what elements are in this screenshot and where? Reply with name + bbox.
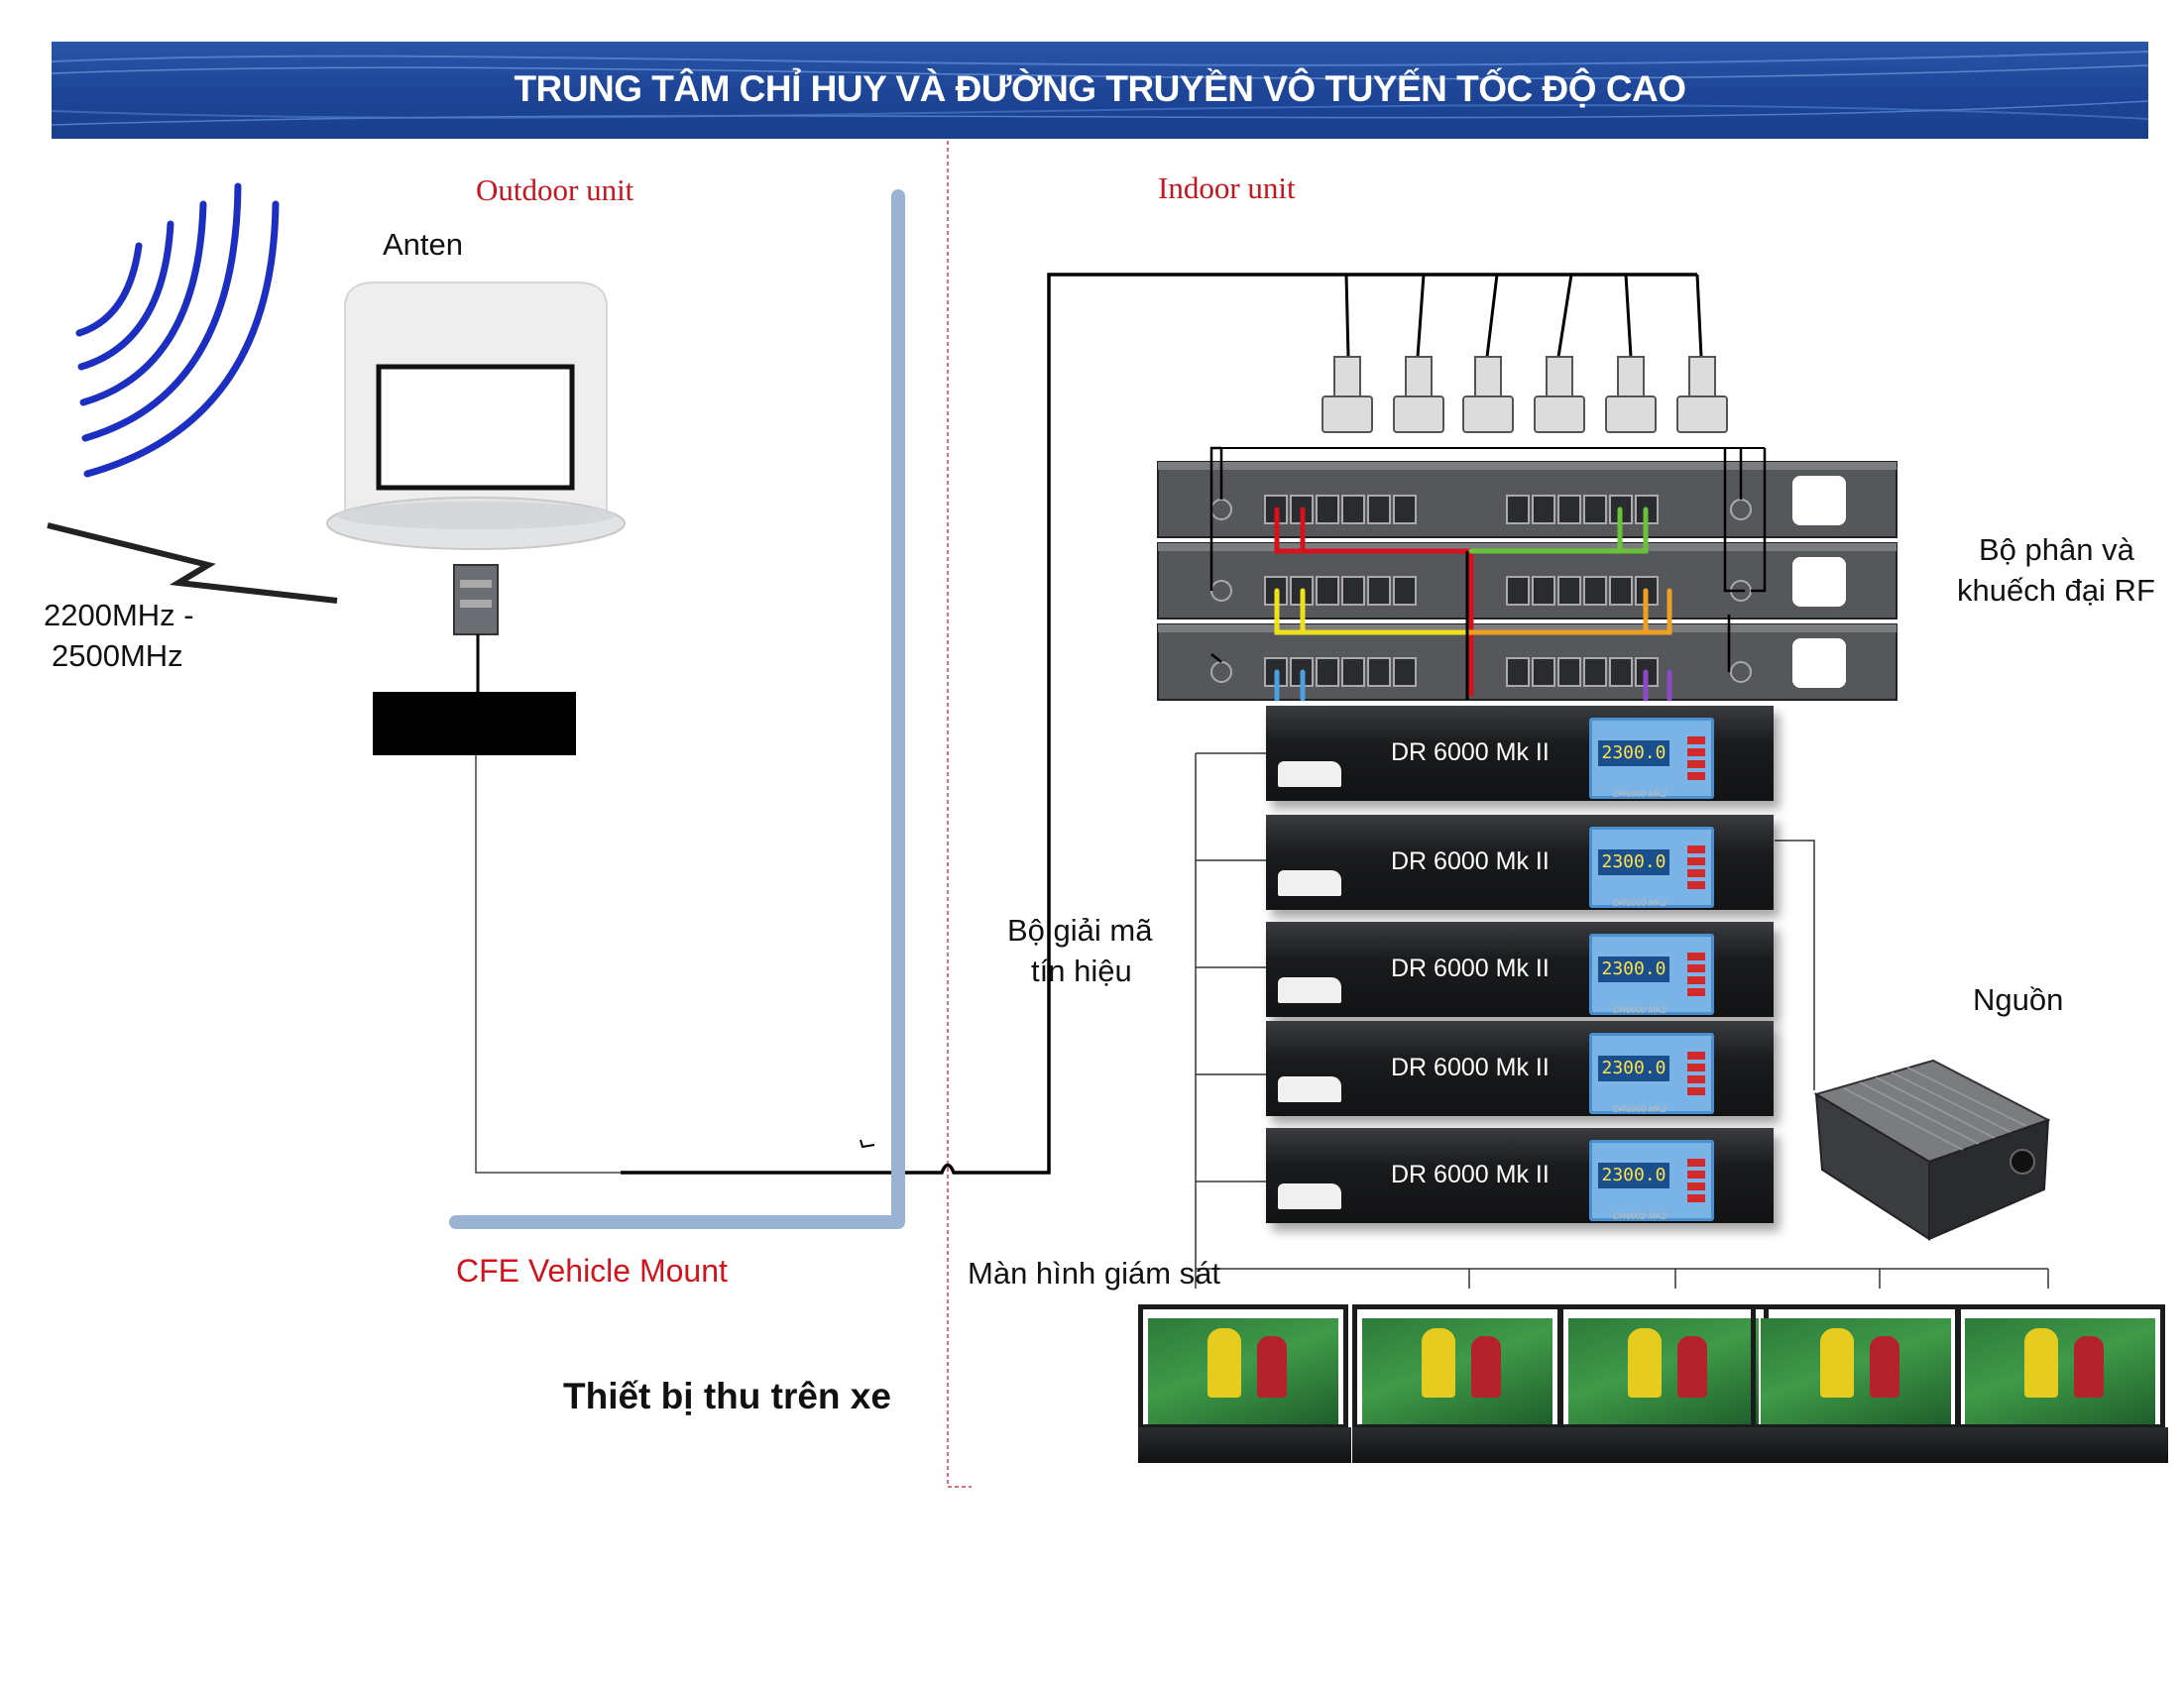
rf-splitter-rack: [1157, 446, 1897, 702]
monitors-label: Màn hình giám sát: [968, 1256, 1221, 1291]
decoder-mouse-icon: [1278, 1076, 1341, 1102]
decoder-buttons: [1687, 1159, 1705, 1206]
decoder-model: DR6002 MK2: [1613, 1211, 1667, 1221]
decoder-unit: DR 6000 Mk II 2300.0 DR6000 MK2: [1266, 706, 1774, 801]
lightning-icon: [47, 522, 338, 604]
main-rf-cable: [621, 273, 1697, 1175]
monitor-base: [1352, 1427, 1565, 1463]
decoder-model: DR6000 MK2: [1613, 1005, 1667, 1015]
monitor-screen: [1965, 1318, 2155, 1427]
header-banner: TRUNG TÂM CHỈ HUY VÀ ĐƯỜNG TRUYỀN VÔ TUY…: [52, 42, 2148, 139]
rf-connectors: [1322, 356, 1728, 433]
decoder-buttons: [1687, 1052, 1705, 1099]
decoder-mouse-icon: [1278, 870, 1341, 896]
monitor-base: [1138, 1427, 1351, 1463]
decoder-name: DR 6000 Mk II: [1391, 738, 1550, 766]
monitor-icon: [1751, 1304, 1964, 1463]
decoder-mouse-icon: [1278, 761, 1341, 787]
decoder-frequency: 2300.0: [1598, 1163, 1669, 1188]
decoder-display: 2300.0: [1589, 1033, 1714, 1114]
monitor-screen: [1568, 1318, 1759, 1427]
decoder-frequency: 2300.0: [1598, 849, 1669, 875]
decoder-frequency: 2300.0: [1598, 957, 1669, 982]
decoder-model: DR6000 MK2: [1613, 789, 1667, 799]
decoder-unit: DR 6000 Mk II 2300.0 DR6000 MK2: [1266, 1021, 1774, 1116]
monitor-icon: [1558, 1304, 1772, 1463]
decoder-name: DR 6000 Mk II: [1391, 1054, 1550, 1081]
outdoor-converter-box: [373, 692, 576, 755]
monitor-screen: [1148, 1318, 1338, 1427]
antenna-label: Anten: [383, 227, 464, 262]
rf-splitter-label-line1: Bộ phân và: [1979, 532, 2134, 567]
decoder-buttons: [1687, 736, 1705, 784]
decoder-display: 2300.0: [1589, 1140, 1714, 1221]
power-supply-icon: [1813, 1059, 2051, 1241]
monitor-base: [1558, 1427, 1772, 1463]
decoder-label-line2: tín hiệu: [1031, 954, 1132, 988]
decoder-frequency: 2300.0: [1598, 1056, 1669, 1081]
decoder-name: DR 6000 Mk II: [1391, 847, 1550, 875]
monitor-screen: [1761, 1318, 1951, 1427]
vehicle-receiver-label: Thiết bị thu trên xe: [563, 1376, 891, 1416]
decoder-display: 2300.0: [1589, 827, 1714, 908]
frequency-label-line2: 2500MHz: [52, 638, 183, 673]
decoder-buttons: [1687, 845, 1705, 893]
monitor-icon: [1352, 1304, 1565, 1463]
antenna-dome-icon: [326, 281, 626, 635]
decoder-unit: DR 6000 Mk II 2300.0 DR6000 MK2: [1266, 815, 1774, 910]
decoder-frequency: 2300.0: [1598, 740, 1669, 766]
monitor-screen: [1362, 1318, 1552, 1427]
power-label: Nguồn: [1973, 982, 2064, 1017]
page-title: TRUNG TÂM CHỈ HUY VÀ ĐƯỜNG TRUYỀN VÔ TUY…: [514, 68, 1686, 109]
decoder-model: DR6000 MK2: [1613, 898, 1667, 908]
decoder-mouse-icon: [1278, 1183, 1341, 1209]
vehicle-mount-label: CFE Vehicle Mount: [456, 1253, 728, 1289]
decoder-name: DR 6000 Mk II: [1391, 955, 1550, 982]
decoder-unit: DR 6000 Mk II 2300.0 DR6000 MK2: [1266, 922, 1774, 1017]
indoor-unit-label: Indoor unit: [1158, 170, 1296, 205]
outdoor-unit-label: Outdoor unit: [476, 172, 634, 207]
monitor-icon: [1138, 1304, 1351, 1463]
monitor-icon: [1955, 1304, 2168, 1463]
monitor-base: [1751, 1427, 1964, 1463]
decoder-display: 2300.0: [1589, 718, 1714, 799]
decoder-model: DR6000 MK2: [1613, 1104, 1667, 1114]
decoder-unit: DR 6000 Mk II 2300.0 DR6002 MK2: [1266, 1128, 1774, 1223]
decoder-name: DR 6000 Mk II: [1391, 1161, 1550, 1188]
rf-splitter-label-line2: khuếch đại RF: [1957, 573, 2155, 608]
decoder-display: 2300.0: [1589, 934, 1714, 1015]
banner-swoosh: [52, 51, 2148, 126]
decoder-mouse-icon: [1278, 977, 1341, 1003]
monitor-base: [1955, 1427, 2168, 1463]
decoder-buttons: [1687, 953, 1705, 1000]
radio-wave-icon: [75, 182, 280, 478]
frequency-label-line1: 2200MHz -: [44, 598, 194, 632]
decoder-label-line1: Bộ giải mã: [1007, 913, 1153, 948]
vehicle-mount-bar: [449, 189, 905, 1229]
